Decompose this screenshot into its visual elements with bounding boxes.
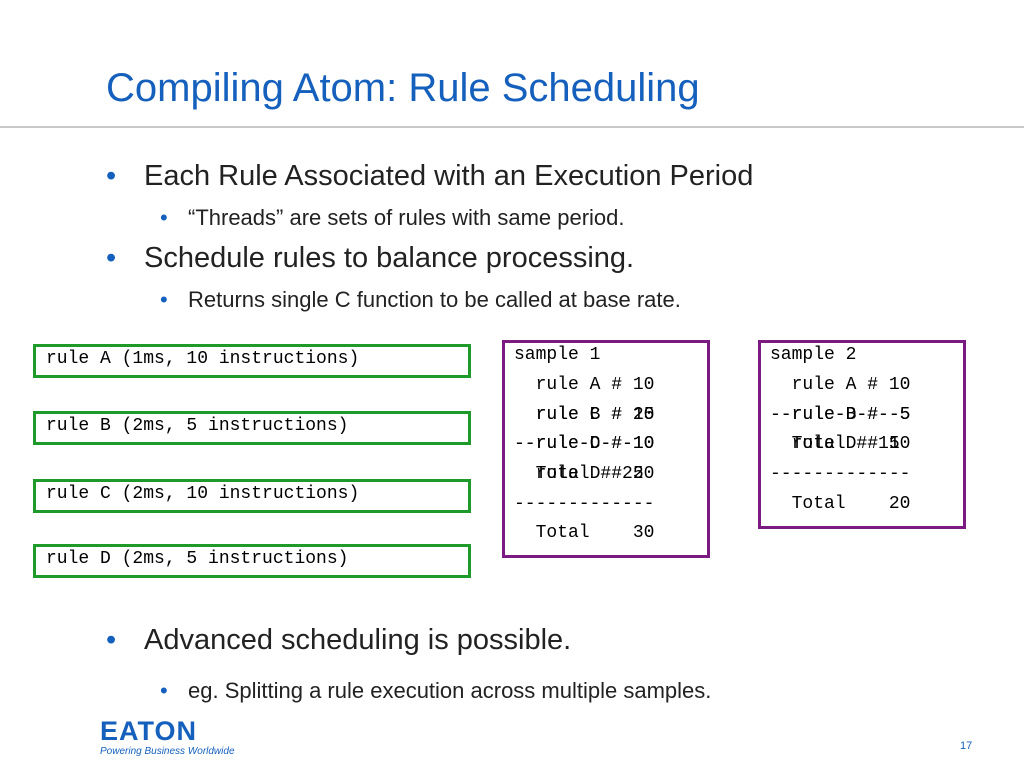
bullet-marker-icon: •	[106, 160, 117, 192]
rule-box-label: rule A (1ms, 10 instructions)	[46, 349, 360, 369]
rule-box-d: rule D (2ms, 5 instructions)	[33, 544, 471, 578]
bullet-1-text: Each Rule Associated with an Execution P…	[144, 160, 754, 192]
sample-1-line-1: rule A # 10	[514, 375, 655, 395]
rule-box-b: rule B (2ms, 5 instructions)	[33, 411, 471, 445]
sample-2-line-3-overlay: rule D # 10	[770, 434, 911, 454]
sample-1-header: sample 1	[514, 345, 601, 365]
rule-box-c: rule C (2ms, 10 instructions)	[33, 479, 471, 513]
title-divider	[0, 126, 1024, 128]
bullet-3-text: Advanced scheduling is possible.	[144, 624, 572, 656]
bullet-2-sub-text: Returns single C function to be called a…	[188, 287, 681, 312]
bullet-1-sub-text: “Threads” are sets of rules with same pe…	[188, 205, 625, 230]
sample-2-line-3: Total # 15	[770, 434, 900, 454]
slide-title: Compiling Atom: Rule Scheduling	[106, 66, 700, 110]
bullet-marker-icon: •	[106, 624, 117, 656]
sample-1-line-2: rule B # 15	[514, 405, 655, 425]
sample-1-box	[502, 340, 710, 558]
rule-box-label: rule D (2ms, 5 instructions)	[46, 549, 349, 569]
sample-2-separator: -------------	[770, 464, 911, 484]
sample-2-line-1: rule A # 10	[770, 375, 911, 395]
sample-2-total: Total 20	[770, 494, 911, 514]
bullet-3-sub-text: eg. Splitting a rule execution across mu…	[188, 678, 712, 703]
sample-1-line-4: Total # 25	[514, 464, 644, 484]
rule-box-label: rule B (2ms, 5 instructions)	[46, 416, 349, 436]
logo-tagline: Powering Business Worldwide	[100, 746, 235, 757]
rule-box-a: rule A (1ms, 10 instructions)	[33, 344, 471, 378]
logo-wordmark: EATON	[100, 716, 198, 746]
bullet-marker-icon: •	[160, 287, 168, 312]
rule-box-label: rule C (2ms, 10 instructions)	[46, 484, 360, 504]
bullet-marker-icon: •	[160, 205, 168, 230]
sample-2-box	[758, 340, 966, 529]
bullet-marker-icon: •	[106, 242, 117, 274]
sample-2-line-2: --rule-B-#--5	[770, 405, 911, 425]
page-number: 17	[960, 740, 973, 752]
sample-1-line-2-overlay: rule C # 20	[514, 405, 655, 425]
sample-2-header: sample 2	[770, 345, 857, 365]
eaton-logo: EATON Powering Business Worldwide	[100, 716, 235, 758]
sample-1-separator: -------------	[514, 494, 655, 514]
sample-1-line-3: --rule-C-#-10	[514, 434, 655, 454]
sample-1-line-3-overlay: --rule-D-#-10	[514, 434, 655, 454]
bullet-2-text: Schedule rules to balance processing.	[144, 242, 635, 274]
sample-1-total: Total 30	[514, 523, 655, 543]
sample-2-line-2-overlay: --rule-D-#--5	[770, 405, 911, 425]
bullet-marker-icon: •	[160, 678, 168, 703]
sample-1-line-4-overlay: rule D # 20	[514, 464, 655, 484]
